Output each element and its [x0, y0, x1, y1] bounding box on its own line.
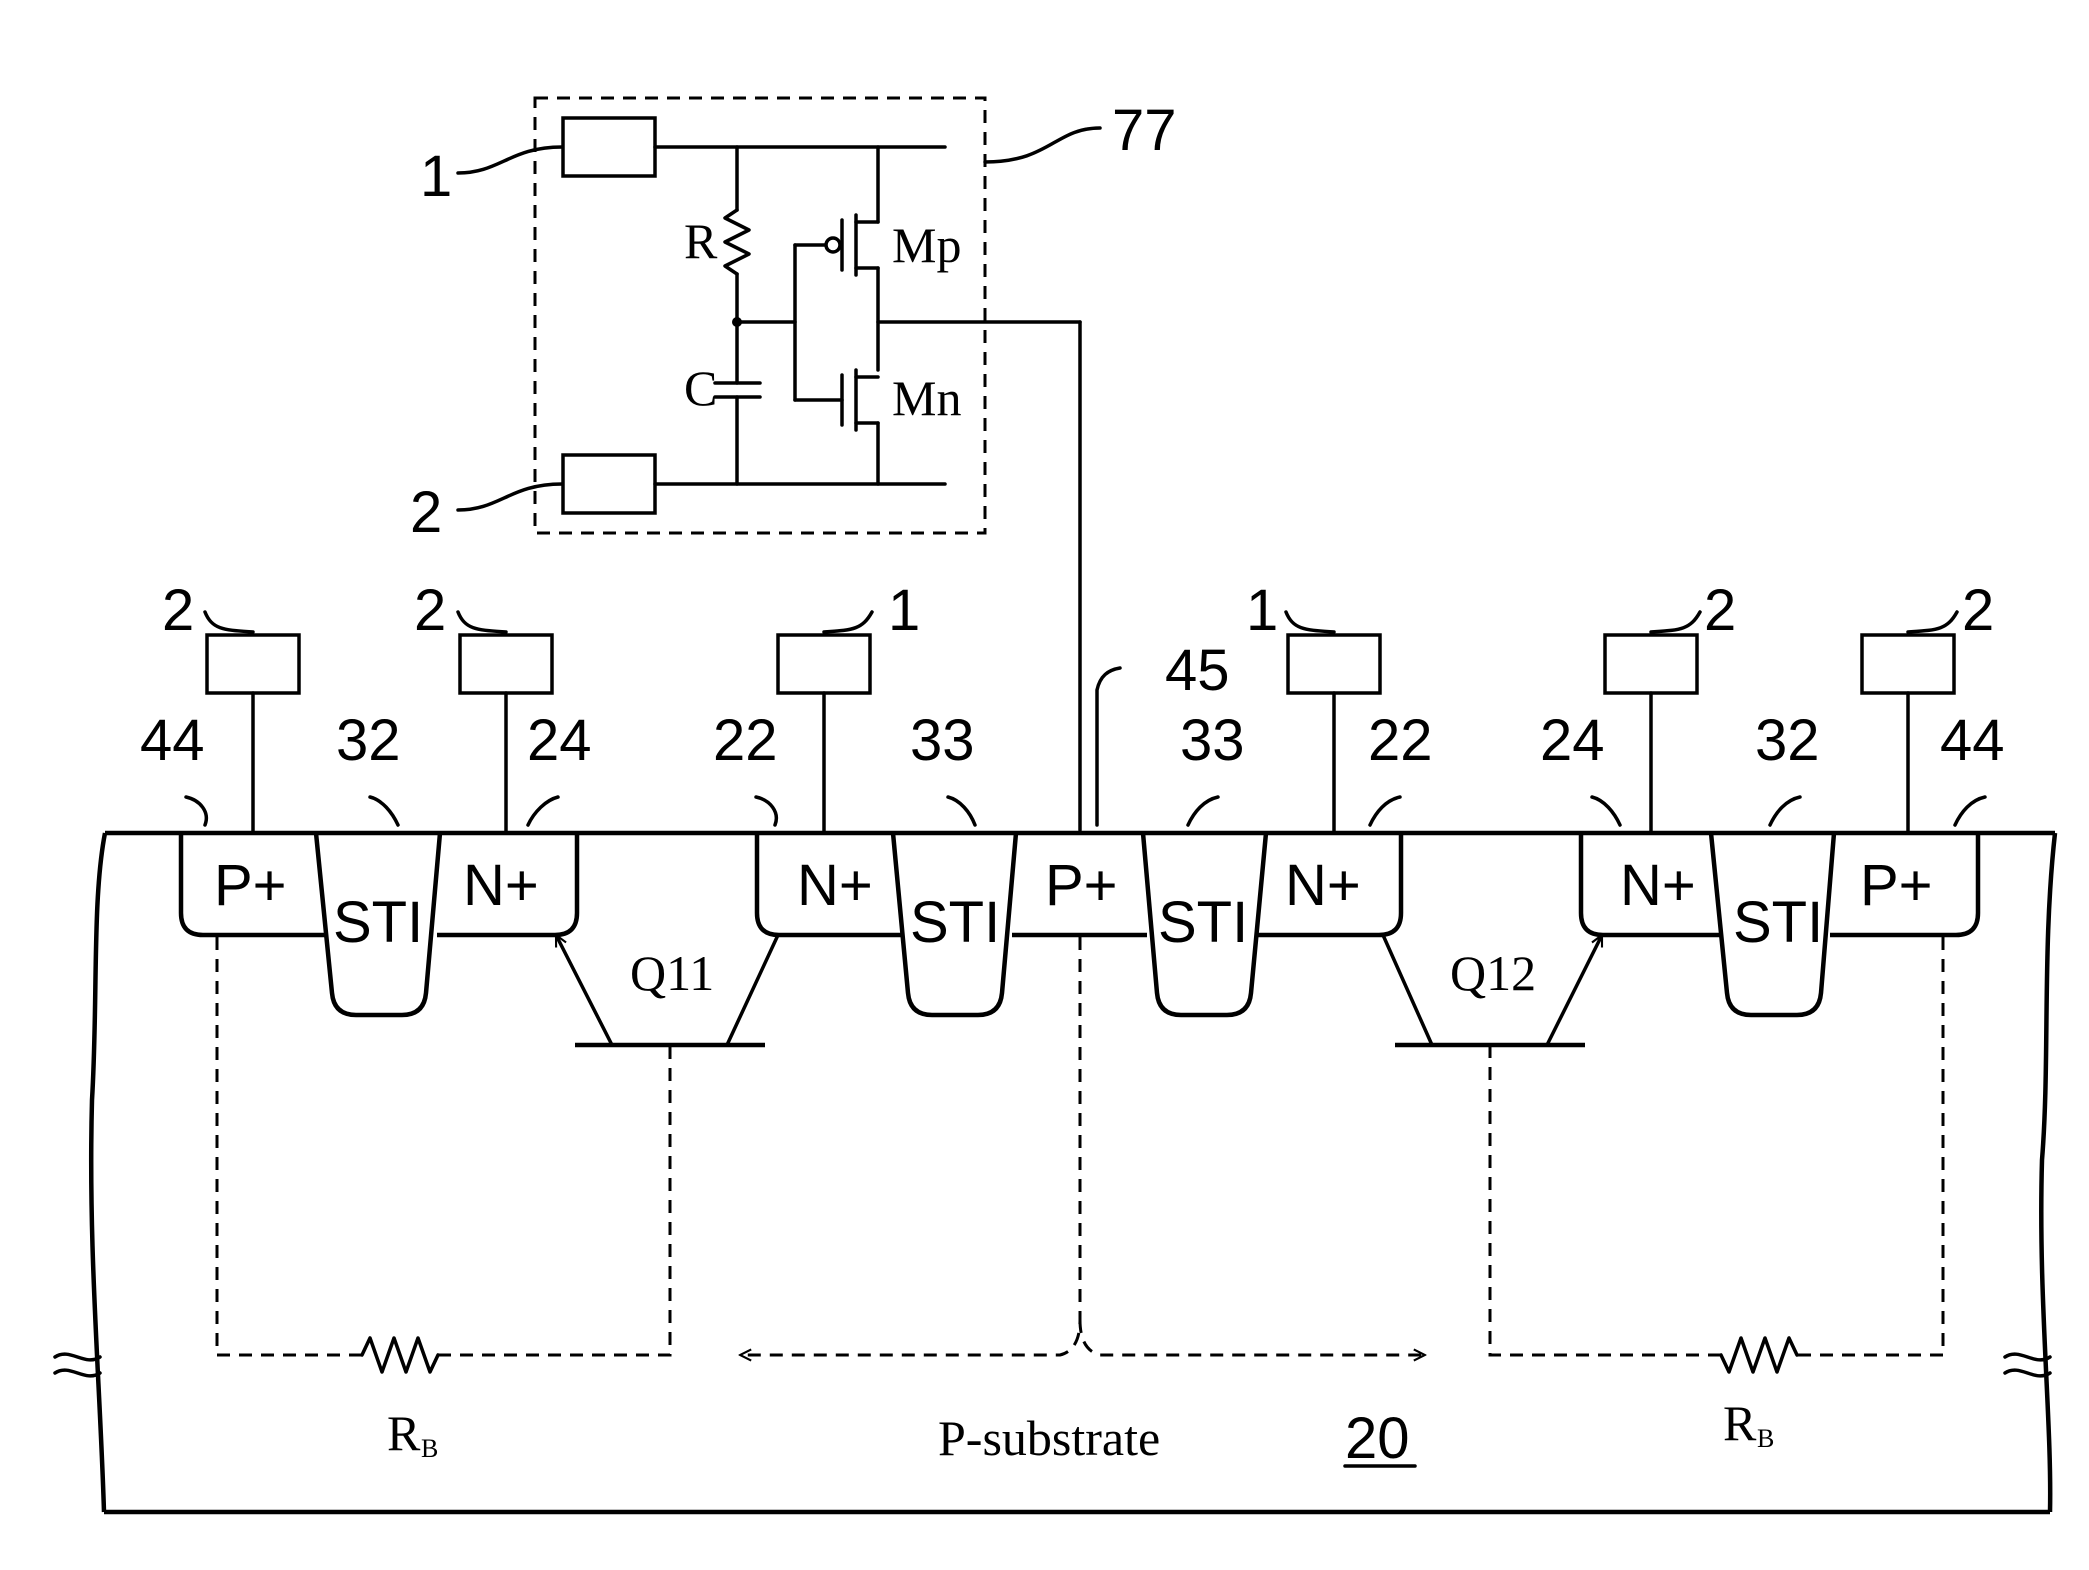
- pad: [1288, 635, 1380, 693]
- terminal-pads: 2 2 1 1 2 2: [162, 578, 1994, 833]
- bjt-emitter: [556, 935, 612, 1045]
- ref-numeral: 22: [713, 708, 778, 773]
- parasitic-bjt-q12: Q12: [1383, 935, 1602, 1045]
- pad: [1862, 635, 1954, 693]
- pad-ref: 2: [414, 578, 446, 643]
- bjt-collector: [1383, 935, 1432, 1045]
- pad-ref: 1: [888, 578, 920, 643]
- pad-ref: 1: [1246, 578, 1278, 643]
- pad-vdd-inset: [563, 118, 655, 176]
- substrate-resistance-right: R B: [1490, 937, 1943, 1453]
- region-label: P+: [214, 853, 287, 918]
- ref-numeral: 22: [1368, 708, 1433, 773]
- region-label: N+: [1285, 853, 1361, 918]
- pad-ref: 2: [1704, 578, 1736, 643]
- capacitor-label: C: [684, 360, 717, 416]
- ref-numeral: 33: [910, 708, 975, 773]
- region-label: STI: [1158, 890, 1248, 955]
- substrate-resistance-left: R B: [217, 937, 670, 1463]
- pad: [1605, 635, 1697, 693]
- substrate-resistor-label: R: [1723, 1395, 1757, 1451]
- substrate-resistor-subscript: B: [1757, 1424, 1774, 1453]
- region-label: N+: [1620, 853, 1696, 918]
- substrate-label: P-substrate: [938, 1410, 1160, 1466]
- pad: [207, 635, 299, 693]
- substrate-resistor-subscript: B: [421, 1434, 438, 1463]
- region-label: STI: [333, 890, 423, 955]
- region-label: STI: [1733, 890, 1823, 955]
- parasitic-bjt-q11: Q11: [556, 935, 778, 1045]
- ref-numeral: 44: [140, 708, 205, 773]
- pmos-label: Mp: [892, 217, 961, 273]
- break-mark-left: [55, 1354, 100, 1376]
- substrate-resistor-label: R: [387, 1405, 421, 1461]
- nmos-label: Mn: [892, 370, 961, 426]
- pad: [460, 635, 552, 693]
- inset-pad-top-ref: 1: [420, 144, 452, 209]
- region-label: P+: [1860, 853, 1933, 918]
- pad-ref: 2: [1962, 578, 1994, 643]
- pad-vss-inset: [563, 455, 655, 513]
- bjt-label: Q11: [630, 945, 714, 1001]
- esd-detection-circuit: R C Mp Mn 1 2 77: [410, 98, 1177, 830]
- bjt-collector: [727, 935, 778, 1045]
- substrate-resistor: [1721, 1338, 1797, 1372]
- inset-pad-bottom-ref: 2: [410, 480, 442, 545]
- resistor-label: R: [684, 213, 718, 269]
- bjt-emitter: [1547, 935, 1602, 1045]
- pmos-gate-bubble: [826, 238, 840, 252]
- pad: [778, 635, 870, 693]
- ref-numeral: 44: [1940, 708, 2005, 773]
- region-label: STI: [910, 890, 1000, 955]
- ref-numeral: 32: [1755, 708, 1820, 773]
- trigger-current-spread: [740, 937, 1425, 1355]
- resistor-r: [725, 210, 749, 274]
- region-label: P+: [1045, 853, 1118, 918]
- region-label: N+: [463, 853, 539, 918]
- ref-numeral: 24: [527, 708, 592, 773]
- ref-numeral: 24: [1540, 708, 1605, 773]
- ref-numeral: 33: [1180, 708, 1245, 773]
- bjt-label: Q12: [1450, 945, 1536, 1001]
- reference-numerals: 44 32 24 22 33 45 33 22 24 32 44: [140, 638, 2005, 825]
- inset-ref: 77: [1112, 98, 1177, 163]
- pad-ref: 2: [162, 578, 194, 643]
- ref-numeral: 32: [336, 708, 401, 773]
- ref-numeral: 45: [1165, 638, 1230, 703]
- region-label: N+: [797, 853, 873, 918]
- substrate-resistor: [362, 1338, 438, 1372]
- substrate-ref: 20: [1345, 1406, 1410, 1471]
